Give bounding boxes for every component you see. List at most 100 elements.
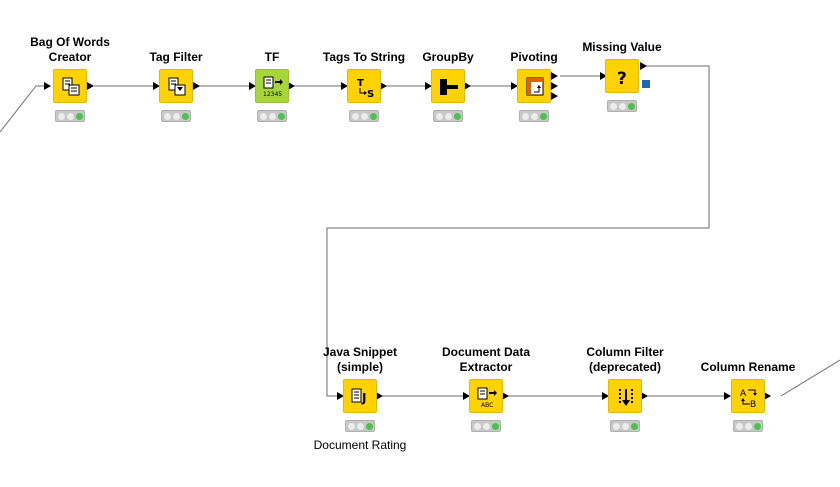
in-port-java[interactable] — [337, 392, 344, 400]
node-title: TF — [264, 50, 280, 64]
in-port-missing[interactable] — [600, 72, 607, 80]
status-light-red — [522, 113, 529, 120]
node-title: Tags To String — [322, 50, 406, 64]
status-light-red — [436, 113, 443, 120]
node-title: Column Filter (deprecated) — [565, 345, 685, 375]
status-light-yellow — [531, 113, 538, 120]
document-frequency-icon: 12345 — [263, 76, 283, 98]
status-traffic-light — [349, 110, 379, 122]
connection-incoming[interactable] — [0, 85, 44, 133]
status-light-red — [736, 423, 743, 430]
out-port-java[interactable] — [376, 392, 383, 400]
status-light-yellow — [745, 423, 752, 430]
node-title: Tag Filter — [149, 50, 203, 64]
status-light-green — [754, 423, 761, 430]
status-traffic-light — [433, 110, 463, 122]
java-icon: J — [351, 388, 366, 405]
node-body[interactable] — [608, 379, 642, 413]
status-light-green — [366, 423, 373, 430]
status-light-yellow — [173, 113, 180, 120]
in-port-filter[interactable] — [602, 392, 609, 400]
status-traffic-light — [610, 420, 640, 432]
status-light-green — [182, 113, 189, 120]
in-port-groupby[interactable] — [425, 82, 432, 90]
node-body[interactable] — [431, 69, 465, 103]
in-port-extractor[interactable] — [463, 392, 470, 400]
node-title: Document Data Extractor — [426, 345, 546, 375]
status-light-green — [492, 423, 499, 430]
out-port-filter[interactable] — [641, 392, 648, 400]
status-light-red — [613, 423, 620, 430]
node-body[interactable]: J — [343, 379, 377, 413]
node-body[interactable]: 12345 — [255, 69, 289, 103]
status-light-red — [474, 423, 481, 430]
status-light-yellow — [357, 423, 364, 430]
node-body[interactable] — [53, 69, 87, 103]
status-light-green — [454, 113, 461, 120]
node-body[interactable]: ? — [605, 59, 639, 93]
status-traffic-light — [161, 110, 191, 122]
node-title-line: Extractor — [459, 360, 513, 374]
out-port-tagfilter[interactable] — [193, 82, 200, 90]
rename-letter-b: B — [750, 400, 756, 410]
status-light-green — [540, 113, 547, 120]
out-port-pivoting-1[interactable] — [551, 72, 558, 80]
out-port-extractor[interactable] — [502, 392, 509, 400]
node-title-line: Document Data — [441, 345, 530, 359]
out-port-tags[interactable] — [380, 82, 387, 90]
out-port-rename[interactable] — [764, 392, 771, 400]
column-filter-icon — [619, 389, 633, 406]
status-light-yellow — [269, 113, 276, 120]
column-rename-icon: A B — [740, 389, 757, 410]
in-port-tagfilter[interactable] — [153, 82, 160, 90]
connection-missing-to-java[interactable] — [326, 65, 710, 397]
status-light-green — [631, 423, 638, 430]
tag-letter: T — [357, 78, 364, 89]
status-light-yellow — [619, 103, 626, 110]
tf-digits: 12345 — [263, 91, 282, 98]
node-body[interactable]: ABC — [469, 379, 503, 413]
status-traffic-light — [55, 110, 85, 122]
in-port-rename[interactable] — [724, 392, 731, 400]
node-title-line: (simple) — [336, 360, 383, 374]
status-light-yellow — [445, 113, 452, 120]
in-port-tf[interactable] — [249, 82, 256, 90]
out-port-bag[interactable] — [87, 82, 94, 90]
out-port-tf[interactable] — [288, 82, 295, 90]
connection-rename-outgoing[interactable] — [780, 359, 840, 397]
node-title-line: Creator — [48, 50, 92, 64]
flow-variable-port[interactable] — [642, 80, 650, 88]
question-mark: ? — [617, 69, 627, 89]
java-letter: J — [361, 391, 366, 405]
status-light-red — [164, 113, 171, 120]
node-title-line: Bag Of Words — [30, 35, 110, 49]
out-port-pivoting-3[interactable] — [551, 92, 558, 100]
status-light-green — [278, 113, 285, 120]
status-traffic-light — [257, 110, 287, 122]
status-light-red — [610, 103, 617, 110]
out-port-missing[interactable] — [640, 62, 647, 70]
node-title: Column Rename — [700, 360, 796, 374]
node-title: Missing Value — [582, 40, 662, 54]
status-traffic-light — [345, 420, 375, 432]
string-letter: S — [367, 89, 374, 100]
node-body[interactable]: T S — [347, 69, 381, 103]
node-body[interactable] — [159, 69, 193, 103]
node-body[interactable]: A B — [731, 379, 765, 413]
status-light-red — [260, 113, 267, 120]
in-port-bag[interactable] — [44, 82, 51, 90]
tag-to-string-icon: T S — [357, 78, 374, 100]
status-traffic-light — [471, 420, 501, 432]
document-bag-icon — [62, 77, 80, 96]
groupby-icon — [440, 79, 458, 95]
node-annotation[interactable]: Document Rating — [313, 438, 407, 452]
document-extract-icon: ABC — [477, 387, 497, 409]
document-filter-icon — [168, 77, 186, 96]
in-port-tags[interactable] — [341, 82, 348, 90]
status-light-yellow — [67, 113, 74, 120]
out-port-pivoting-2[interactable] — [551, 82, 558, 90]
node-body[interactable] — [517, 69, 551, 103]
out-port-groupby[interactable] — [464, 82, 471, 90]
in-port-pivoting[interactable] — [511, 82, 518, 90]
